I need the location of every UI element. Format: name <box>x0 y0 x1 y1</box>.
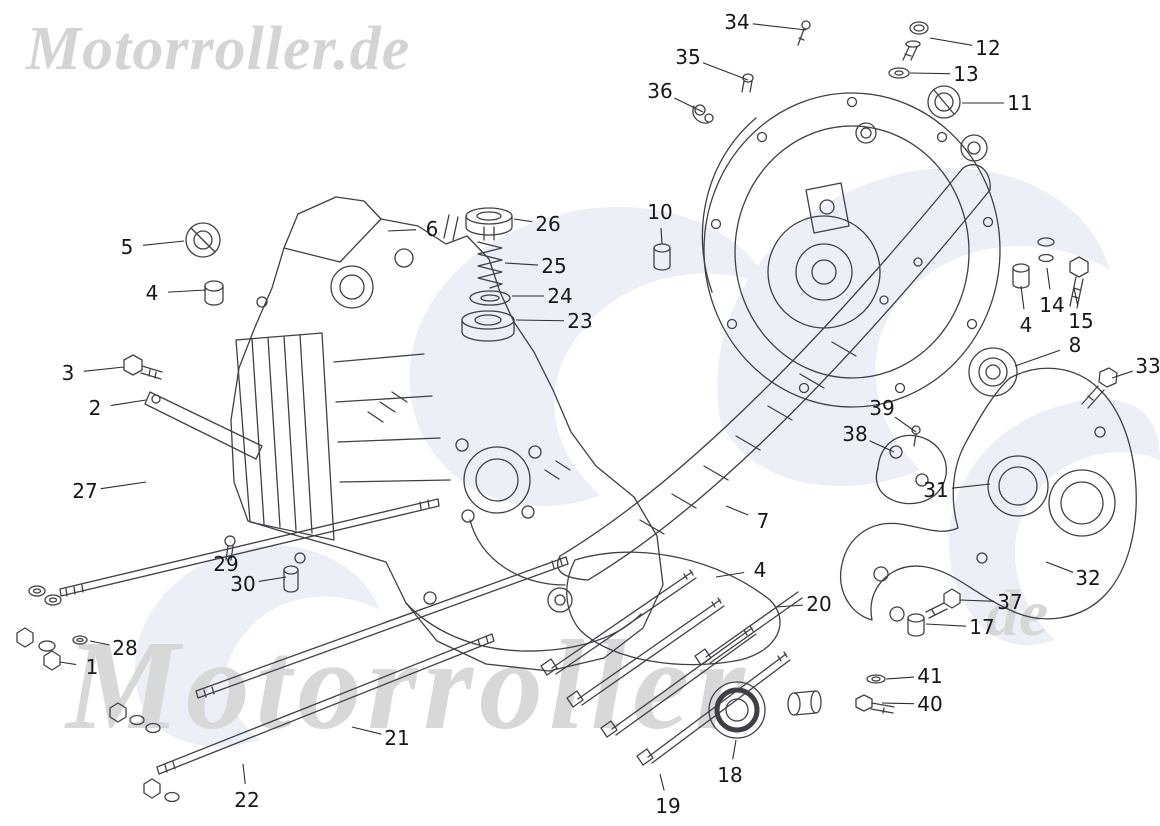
part-callout-3-18: 3 <box>61 361 75 385</box>
leader-line-33-19 <box>1111 370 1133 379</box>
part-callout-4-15: 4 <box>1019 313 1033 337</box>
part-callout-7-25: 7 <box>756 509 770 533</box>
part-callout-1-34: 1 <box>85 655 99 679</box>
leader-line-31-23 <box>951 483 991 489</box>
part-callout-2-20: 2 <box>88 396 102 420</box>
leader-line-10-6 <box>660 227 663 245</box>
part-callout-25-10: 25 <box>541 254 567 278</box>
part-callout-27-24: 27 <box>72 479 98 503</box>
leader-line-27-24 <box>100 481 147 490</box>
part-callout-5-9: 5 <box>120 235 134 259</box>
part-callout-32-30: 32 <box>1075 566 1101 590</box>
part-callout-24-12: 24 <box>547 284 573 308</box>
leader-line-6-8 <box>387 229 417 232</box>
clutch-cover <box>701 92 1001 408</box>
part-callout-14-14: 14 <box>1039 293 1065 317</box>
bushing-18 <box>708 681 822 739</box>
leader-line-21-37 <box>351 726 382 735</box>
part-callout-33-19: 33 <box>1135 354 1160 378</box>
fasteners-left <box>123 222 299 593</box>
small-parts-top <box>653 20 961 271</box>
leader-line-5-9 <box>142 240 185 246</box>
leader-line-37-31 <box>959 599 995 602</box>
part-callout-35-1: 35 <box>675 45 701 69</box>
gasket-38 <box>875 425 947 505</box>
logo-swoosh <box>409 206 770 507</box>
leader-line-3-18 <box>83 366 125 372</box>
leader-line-25-10 <box>504 262 539 266</box>
part-callout-23-13: 23 <box>567 309 593 333</box>
part-callout-37-31: 37 <box>997 590 1023 614</box>
part-callout-41-35: 41 <box>917 664 943 688</box>
part-callout-34-0: 34 <box>724 10 750 34</box>
dipstick-assembly <box>461 207 515 342</box>
watermark-motorroller-de: Motorroller.de <box>26 15 411 83</box>
frame-beam <box>556 134 991 581</box>
leader-line-7-25 <box>725 505 749 516</box>
part-callout-10-6: 10 <box>647 200 673 224</box>
leader-line-1-34 <box>59 661 77 666</box>
leader-line-38-22 <box>869 440 895 453</box>
leader-line-18-38 <box>732 739 737 760</box>
leader-line-34-0 <box>752 23 807 31</box>
leader-line-32-30 <box>1045 561 1074 573</box>
part-callout-36-2: 36 <box>647 79 673 103</box>
leader-line-17-32 <box>925 623 967 627</box>
leader-line-30-27 <box>258 576 287 582</box>
leader-line-4-15 <box>1020 285 1025 310</box>
leader-line-4-11 <box>167 289 207 293</box>
part-callout-18-38: 18 <box>717 763 743 787</box>
leader-line-22-39 <box>242 763 246 785</box>
part-callout-38-22: 38 <box>842 422 868 446</box>
leader-line-14-14 <box>1046 267 1051 290</box>
leader-line-15-16 <box>1073 287 1079 306</box>
leader-line-35-1 <box>702 62 749 81</box>
leader-line-26-7 <box>513 218 533 223</box>
leader-line-23-13 <box>515 319 565 322</box>
leader-line-4-28 <box>715 571 745 578</box>
part-callout-19-40: 19 <box>655 794 681 818</box>
logo-swoosh <box>134 545 380 747</box>
crankcase <box>230 196 781 672</box>
leader-line-13-4 <box>909 72 951 75</box>
part-callout-30-27: 30 <box>230 572 256 596</box>
part-callout-12-3: 12 <box>975 36 1001 60</box>
leader-line-40-36 <box>881 702 915 705</box>
studs-and-nuts <box>16 498 569 803</box>
part-callout-21-37: 21 <box>384 726 410 750</box>
part-callout-15-16: 15 <box>1068 309 1094 333</box>
part-callout-28-33: 28 <box>112 636 138 660</box>
part-callout-11-5: 11 <box>1007 91 1033 115</box>
leader-line-36-2 <box>674 97 704 113</box>
leader-line-20-29 <box>775 604 804 608</box>
leader-line-19-40 <box>659 773 665 791</box>
part-callout-20-29: 20 <box>806 592 832 616</box>
part-callout-4-28: 4 <box>753 558 767 582</box>
logo-swoosh <box>717 167 1110 486</box>
part-callout-4-11: 4 <box>145 281 159 305</box>
part-callout-29-26: 29 <box>213 552 239 576</box>
part-callout-22-39: 22 <box>234 788 260 812</box>
watermark-motorroller: Motorroller <box>66 614 751 756</box>
leader-line-39-21 <box>894 416 917 433</box>
leader-line-28-33 <box>89 640 110 646</box>
part-callout-8-17: 8 <box>1068 333 1082 357</box>
part-callout-26-7: 26 <box>535 212 561 236</box>
leader-line-12-3 <box>929 37 973 46</box>
part-callout-31-23: 31 <box>923 478 949 502</box>
part-callout-39-21: 39 <box>869 396 895 420</box>
leader-line-41-35 <box>885 676 915 680</box>
leader-line-8-17 <box>1014 349 1061 367</box>
part-callout-17-32: 17 <box>969 615 995 639</box>
fasteners-right <box>855 237 1118 714</box>
leader-line-2-20 <box>110 399 147 407</box>
rear-bracket <box>840 347 1137 622</box>
part-callout-40-36: 40 <box>917 692 943 716</box>
part-callout-13-4: 13 <box>953 62 979 86</box>
part-callout-6-8: 6 <box>425 217 439 241</box>
